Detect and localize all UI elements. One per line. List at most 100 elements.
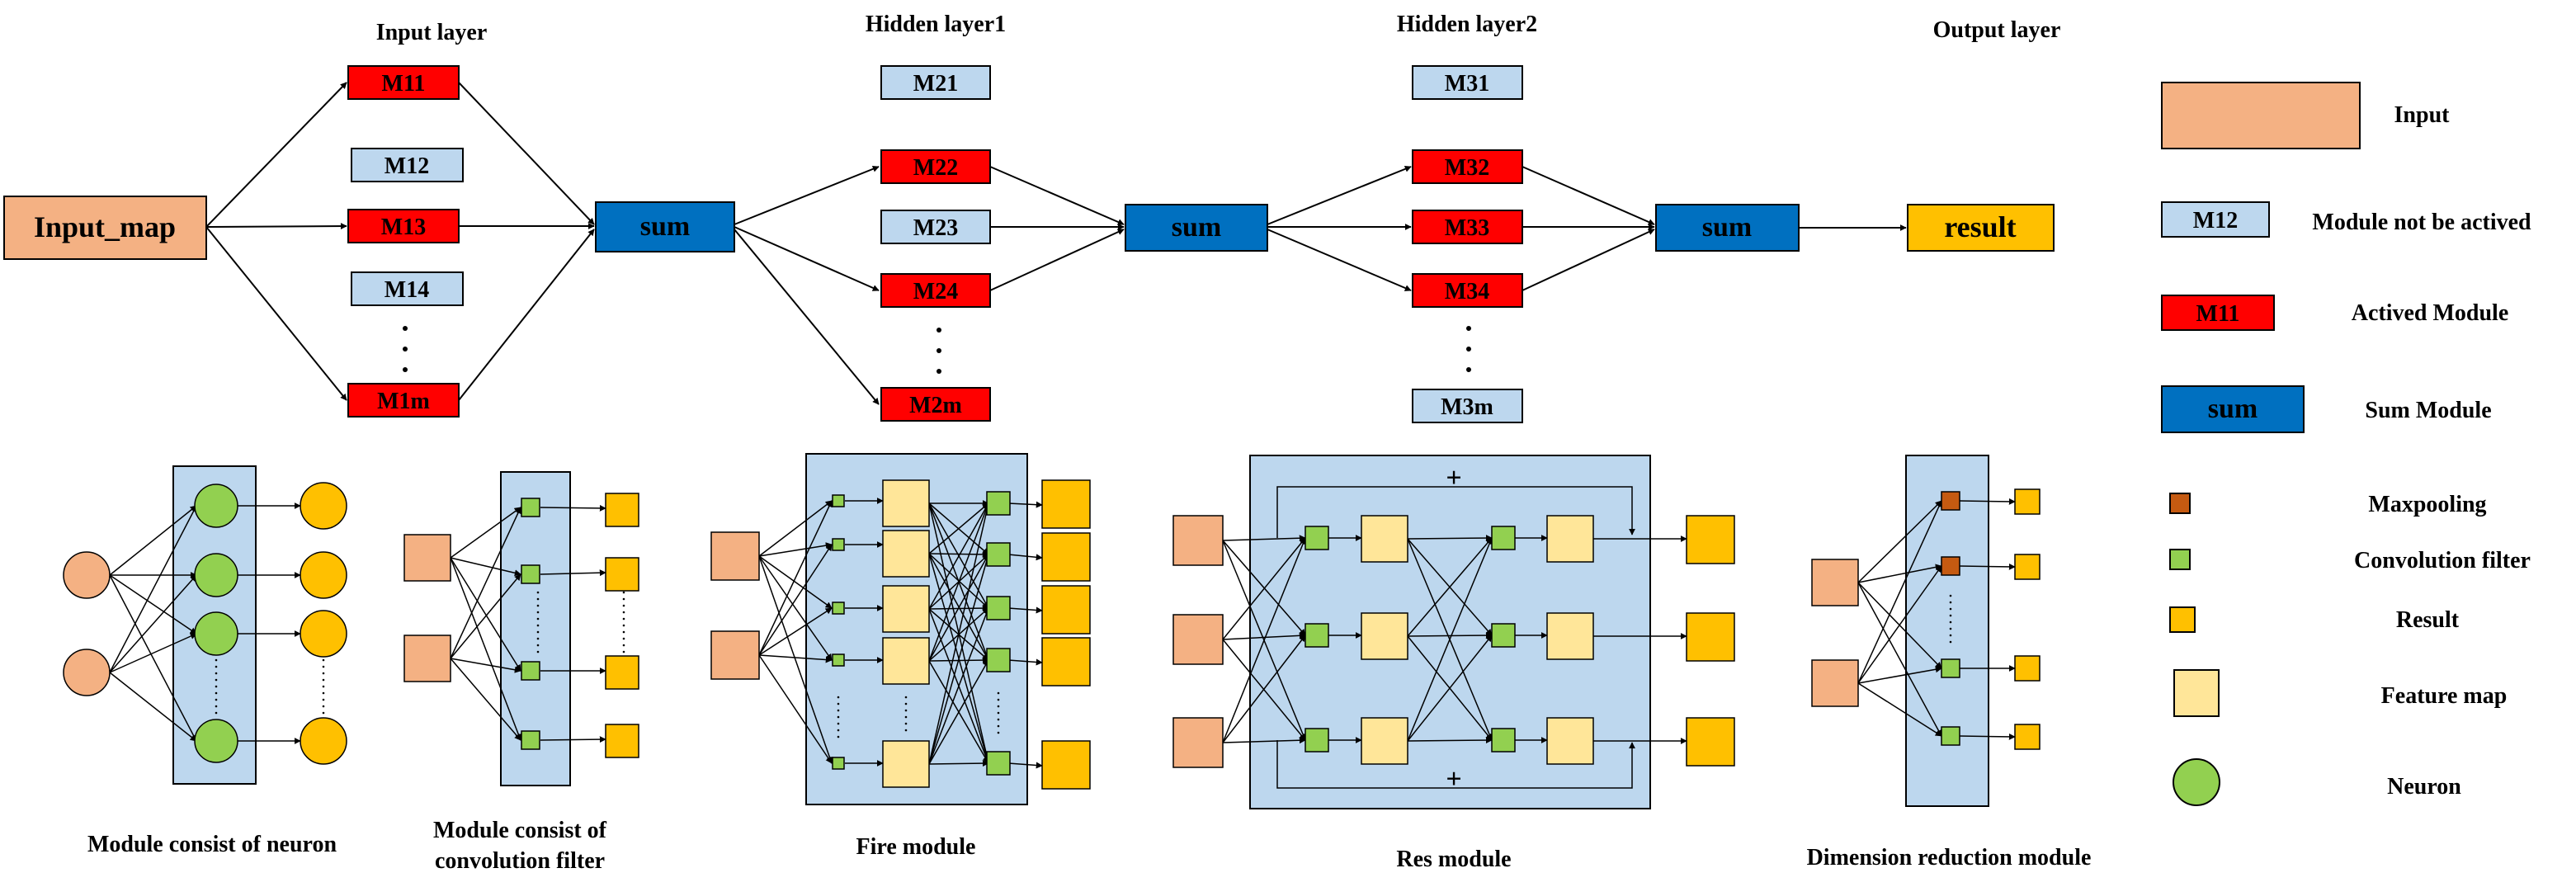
ellipsis-dot: [322, 665, 325, 668]
module-m23-label: M23: [913, 215, 958, 241]
output-result: [2014, 488, 2041, 515]
ellipsis-dot: [997, 698, 1000, 701]
connection-line: [1857, 564, 1942, 583]
connection-line: [1007, 501, 1043, 508]
connection-line: [1959, 563, 2016, 570]
connection-line: [450, 573, 521, 659]
sum-module-1: [595, 201, 735, 252]
ellipsis-dot: [322, 711, 325, 715]
output-result: [605, 557, 639, 592]
output-result: [1041, 740, 1091, 790]
legend-sum-sample: sum: [2208, 394, 2258, 424]
connection-line: [758, 555, 833, 764]
ellipsis-dot: [322, 672, 325, 675]
connection-line: [1222, 632, 1306, 640]
ellipsis-dot: [215, 665, 218, 668]
dim-module-caption: Dimension reduction module: [1807, 845, 2092, 870]
connection-line: [540, 504, 606, 512]
ellipsis-dot: [622, 644, 625, 647]
ellipsis-dot: [997, 711, 1000, 715]
squeeze-filter: [832, 653, 845, 667]
module-m13-label: M13: [381, 215, 426, 240]
connection-line: [1407, 535, 1493, 542]
module-m31-label: M31: [1445, 71, 1489, 97]
sum-module-2: [1125, 204, 1268, 252]
ellipsis-dot: [1949, 614, 1952, 617]
connection-line: [450, 658, 521, 741]
ellipsis-dot: [536, 637, 540, 640]
module-m24-label: M24: [913, 279, 958, 304]
input-map-label: Input_map: [34, 210, 176, 243]
output-neuron: [300, 610, 347, 658]
conv-filter: [1491, 526, 1516, 550]
input-feature: [1172, 717, 1224, 768]
connection-line: [1007, 762, 1043, 769]
legend-active-sample: M11: [2196, 301, 2240, 327]
ellipsis-dot: [536, 617, 540, 620]
edge: [989, 166, 1125, 225]
connection-line: [109, 672, 197, 742]
legend-conv-label: Convolution filter: [2354, 548, 2531, 573]
legend-maxpool-swatch: [2169, 493, 2191, 514]
legend-result-label: Result: [2396, 607, 2460, 633]
ellipsis-dot: [322, 691, 325, 695]
legend-conv-swatch: [2169, 549, 2191, 570]
legend-active-label: Actived Module: [2352, 300, 2509, 326]
ellipsis-dot: [215, 685, 218, 688]
squeeze-filter: [832, 538, 845, 551]
input-feature: [403, 534, 451, 582]
edge: [205, 82, 347, 228]
connection-line: [109, 505, 197, 673]
ellipsis-dot: [622, 591, 625, 594]
connection-line: [928, 502, 990, 662]
connection-line: [928, 554, 989, 662]
skip-connection-top: [1276, 486, 1635, 538]
module-m1m: [347, 383, 460, 418]
feature-map: [1546, 515, 1594, 563]
input-feature: [1811, 559, 1859, 606]
module-m11-label: M11: [382, 71, 426, 97]
squeeze-filter: [832, 757, 845, 770]
connection-line: [1222, 737, 1306, 744]
feature-map: [882, 637, 930, 685]
output-result: [2014, 554, 2041, 580]
connection-line: [450, 507, 521, 659]
ellipsis-dot: [837, 722, 840, 725]
connection-line: [1222, 537, 1307, 743]
res-plus-top: +: [1446, 463, 1461, 493]
ellipsis-dot: [622, 650, 625, 653]
ellipsis-dot: [536, 611, 540, 614]
output-neuron: [300, 717, 347, 765]
ellipsis-dot: [536, 650, 540, 653]
input-map-box: [3, 196, 207, 260]
module-m33: [1412, 210, 1523, 244]
output-result: [2014, 724, 2041, 750]
connection-line: [928, 554, 990, 765]
module-m11: [347, 65, 460, 100]
ellipsis-dot: [215, 691, 218, 695]
ellipsis-dot: [215, 711, 218, 715]
sum-module-2-label: sum: [1172, 212, 1221, 243]
module-m2m-label: M2m: [909, 393, 962, 418]
connection-line: [758, 607, 833, 656]
res-plus-bottom: +: [1446, 764, 1461, 795]
ellipsis-dot: [622, 624, 625, 627]
edge: [1267, 165, 1412, 225]
module-m21: [880, 65, 991, 100]
module-m14: [351, 271, 464, 306]
ellipsis-dot: [1949, 594, 1952, 597]
feature-map: [1546, 717, 1594, 765]
ellipsis-dot: [536, 624, 540, 627]
ellipsis-dot: [1949, 640, 1952, 644]
conv-filter: [1305, 623, 1329, 648]
ellipsis-dot: [536, 644, 540, 647]
input-feature: [403, 635, 451, 682]
connection-line: [928, 760, 989, 767]
input-feature: [1811, 659, 1859, 707]
input-feature: [1172, 614, 1224, 665]
edge: [205, 223, 347, 230]
connection-line: [758, 654, 833, 663]
connection-line: [450, 658, 521, 673]
connection-line: [109, 574, 197, 742]
